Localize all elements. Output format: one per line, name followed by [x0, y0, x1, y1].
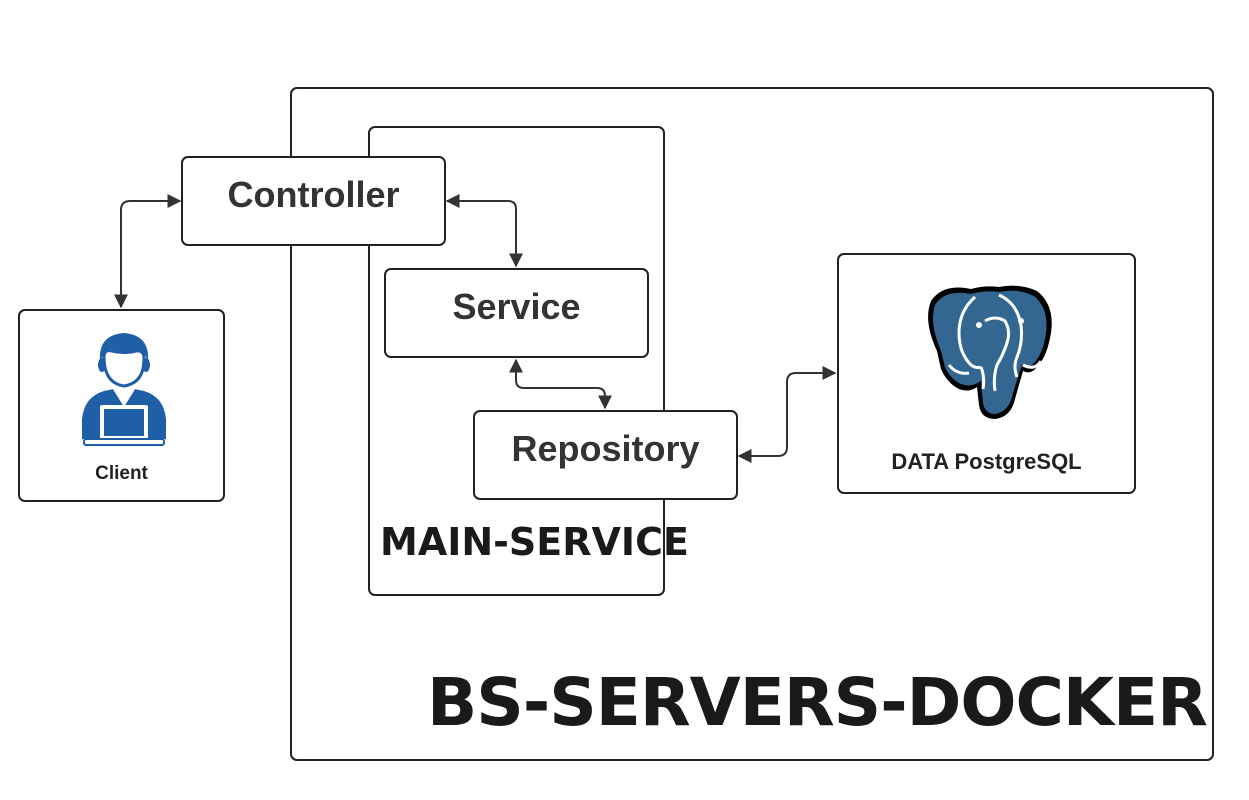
controller-node: Controller — [181, 156, 446, 246]
docker-title: BS-SERVERS-DOCKER — [427, 664, 1208, 741]
main-service-container — [368, 126, 665, 596]
database-node: DATA PostgreSQL — [837, 253, 1136, 494]
repository-label: Repository — [511, 428, 700, 469]
postgresql-elephant-icon — [928, 285, 1052, 419]
client-label: Client — [95, 463, 148, 484]
repository-node: Repository — [473, 410, 738, 500]
user-laptop-icon — [82, 333, 166, 446]
controller-label: Controller — [227, 174, 400, 215]
client-node: Client — [18, 309, 225, 502]
service-label: Service — [452, 286, 581, 327]
service-node: Service — [384, 268, 649, 358]
main-service-title: MAIN-SERVICE — [380, 520, 689, 564]
database-label: DATA PostgreSQL — [891, 449, 1082, 474]
edge-client-controller — [114, 194, 182, 309]
